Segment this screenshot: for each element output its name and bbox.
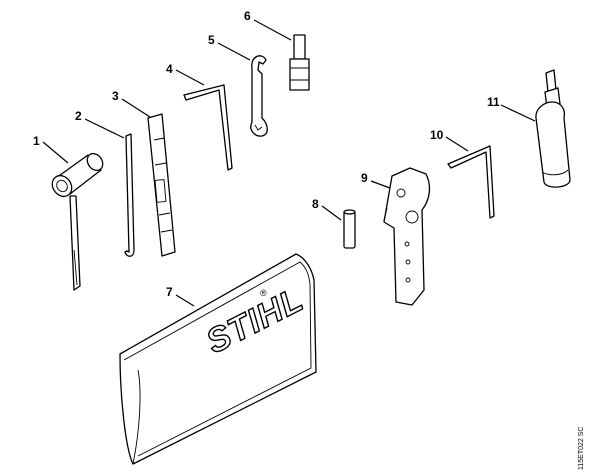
part-1-combination-wrench: 1 xyxy=(33,134,104,291)
part-5-open-end-wrench: 5 xyxy=(208,33,268,137)
part-3-scraper-tool: 3 xyxy=(112,89,176,257)
callout-7: 7 xyxy=(166,285,173,299)
callout-9: 9 xyxy=(361,171,368,185)
registered-mark: ® xyxy=(260,288,267,298)
callout-1: 1 xyxy=(33,134,40,148)
callout-3: 3 xyxy=(112,89,119,103)
callout-10: 10 xyxy=(430,128,444,142)
part-4-hex-key: 4 xyxy=(166,62,233,171)
callout-2: 2 xyxy=(75,109,82,123)
part-8-pin: 8 xyxy=(312,197,356,249)
part-11-screwdriver: 11 xyxy=(487,69,571,188)
part-6-screwdriver-bit: 6 xyxy=(244,9,310,91)
part-2-hook-tool: 2 xyxy=(75,109,135,257)
part-10-hex-key: 10 xyxy=(430,128,495,219)
part-7-tool-pouch: 7 xyxy=(119,253,317,465)
callout-4: 4 xyxy=(166,62,173,76)
callout-5: 5 xyxy=(208,33,215,47)
reference-code: 115ET022 SC xyxy=(578,426,585,470)
part-9-wrench-plate: 9 xyxy=(361,167,431,306)
callout-11: 11 xyxy=(487,95,500,109)
callout-8: 8 xyxy=(312,197,319,211)
callout-6: 6 xyxy=(244,9,251,23)
